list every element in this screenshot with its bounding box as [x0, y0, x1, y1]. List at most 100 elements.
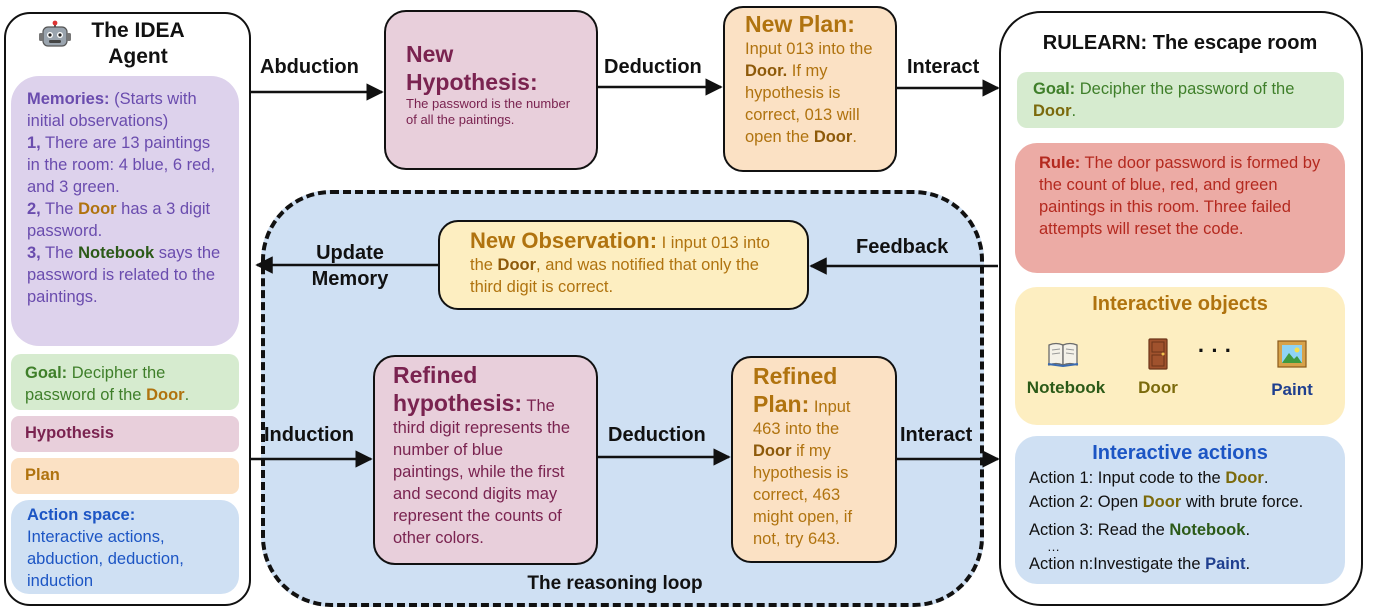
- new-observation-post: , and was notified that only the third d…: [470, 256, 759, 296]
- memories-box: Memories: (Starts with initial observati…: [11, 76, 239, 346]
- memory-2-pre: The: [40, 200, 79, 218]
- plan-label-box: Plan: [11, 458, 239, 494]
- update-memory-line1: Update: [316, 242, 384, 264]
- action-space-box: Action space: Interactive actions, abduc…: [11, 500, 239, 594]
- new-observation-box: New Observation: I input 013 into the Do…: [438, 220, 809, 310]
- new-observation-heading: New Observation:: [470, 228, 658, 253]
- action-2-keyword: Door: [1142, 493, 1182, 511]
- escape-goal-heading: Goal:: [1033, 80, 1076, 98]
- ellipsis: · · ·: [1197, 338, 1233, 363]
- action-3-pre: Action 3: Read the: [1029, 521, 1170, 539]
- memory-1-number: 1,: [27, 134, 41, 152]
- refined-hypothesis-box: Refined hypothesis: The third digit repr…: [373, 355, 598, 565]
- update-memory-label: Update Memory: [300, 240, 400, 292]
- rule-heading: Rule:: [1039, 154, 1081, 172]
- plan-label: Plan: [25, 466, 60, 484]
- door-icon[interactable]: [1147, 338, 1169, 370]
- interact-top-label: Interact: [907, 56, 980, 78]
- new-plan-box: New Plan: Input 013 into the Door. If my…: [723, 6, 897, 172]
- action-n-pre: Action n:Investigate the: [1029, 555, 1206, 573]
- rule-box: Rule: The door password is formed by the…: [1015, 143, 1345, 273]
- notebook-label: Notebook: [1026, 378, 1106, 397]
- refined-hypothesis-text: The third digit represents the number of…: [393, 397, 571, 547]
- action-1-post: .: [1263, 469, 1269, 487]
- refined-plan-box: Refined Plan: Input 463 into the Door if…: [731, 356, 897, 563]
- new-hypothesis-heading-line2: Hypothesis:: [406, 69, 538, 95]
- agent-goal-pre: Decipher the password of the: [25, 364, 166, 404]
- new-hypothesis-heading: New Hypothesis:: [406, 40, 576, 96]
- new-observation-pre: I input 013 into the: [470, 234, 770, 274]
- notebook-icon[interactable]: [1047, 341, 1079, 368]
- reasoning-loop-label: The reasoning loop: [527, 573, 703, 594]
- escape-goal-post: .: [1071, 102, 1077, 120]
- memory-1-text: There are 13 paintings in the room: 4 bl…: [27, 134, 216, 196]
- robot-icon: [38, 20, 72, 54]
- actions-ellipsis: …: [1047, 539, 1060, 554]
- abduction-label: Abduction: [260, 56, 359, 78]
- interactive-actions-heading: Interactive actions: [1092, 442, 1268, 464]
- escape-goal-box: Goal: Decipher the password of the Door.: [1017, 72, 1344, 128]
- refined-hypothesis-heading-line1: Refined: [393, 362, 478, 388]
- new-hypothesis-heading-line1: New: [406, 41, 454, 67]
- deduction-top-label: Deduction: [604, 56, 702, 78]
- action-2-post: with brute force.: [1181, 493, 1304, 511]
- action-n-post: .: [1245, 555, 1251, 573]
- agent-title-line2: Agent: [108, 45, 168, 68]
- new-plan-pre: Input 013 into the: [745, 40, 873, 58]
- action-3[interactable]: Action 3: Read the Notebook.: [1029, 518, 1331, 542]
- rule-text: The door password is formed by the count…: [1039, 154, 1321, 238]
- escape-room-title: RULEARN: The escape room: [1042, 32, 1318, 54]
- refined-plan-heading-line1: Refined: [753, 363, 838, 389]
- memory-2-keyword: Door: [78, 200, 117, 218]
- memory-3-number: 3,: [27, 244, 41, 262]
- action-2[interactable]: Action 2: Open Door with brute force.: [1029, 490, 1331, 514]
- memories-intro: (Starts with initial observations): [27, 90, 197, 130]
- escape-goal-pre: Decipher the password of the: [1075, 80, 1295, 98]
- action-n[interactable]: Action n:Investigate the Paint.: [1029, 552, 1331, 576]
- action-1[interactable]: Action 1: Input code to the Door.: [1029, 466, 1331, 490]
- interactive-objects-heading: Interactive objects: [1092, 293, 1268, 315]
- new-hypothesis-box: New Hypothesis: The password is the numb…: [384, 10, 598, 170]
- refined-hypothesis-heading-line2: hypothesis:: [393, 390, 523, 416]
- new-plan-mid: If my hypothesis is correct, 013 will op…: [745, 62, 860, 146]
- interactive-actions-box: Interactive actions Action 1: Input code…: [1015, 436, 1345, 584]
- agent-goal-post: .: [184, 386, 190, 404]
- action-3-post: .: [1245, 521, 1251, 539]
- action-1-keyword: Door: [1225, 469, 1264, 487]
- memory-3-post: says the password is related to the pain…: [27, 244, 221, 306]
- new-hypothesis-text: The password is the number of all the pa…: [406, 96, 571, 127]
- new-plan-post: .: [852, 128, 857, 146]
- refined-plan-heading-line2: Plan:: [753, 391, 810, 417]
- feedback-label: Feedback: [856, 236, 949, 258]
- agent-title-line1: The IDEA: [91, 19, 185, 42]
- refined-plan-pre: Input 463 into the: [753, 398, 851, 438]
- painting-icon[interactable]: [1277, 340, 1307, 368]
- induction-label: Induction: [264, 424, 354, 446]
- agent-goal-heading: Goal:: [25, 364, 68, 382]
- update-memory-line2: Memory: [311, 268, 389, 290]
- memories-heading: Memories:: [27, 90, 110, 108]
- agent-goal-box: Goal: Decipher the password of the Door.: [11, 354, 239, 410]
- refined-plan-post: if my hypothesis is correct, 463 might o…: [753, 442, 853, 548]
- action-3-keyword: Notebook: [1169, 521, 1246, 539]
- new-observation-keyword: Door: [497, 256, 537, 274]
- action-1-pre: Action 1: Input code to the: [1029, 469, 1226, 487]
- memory-3-pre: The: [40, 244, 79, 262]
- memory-3-keyword: Notebook: [78, 244, 155, 262]
- action-n-keyword: Paint: [1205, 555, 1246, 573]
- deduction-bottom-label: Deduction: [608, 424, 706, 446]
- door-label: Door: [1138, 378, 1178, 397]
- action-space-heading: Action space:: [27, 506, 136, 524]
- memory-2-post: has a 3 digit password.: [27, 200, 211, 240]
- hypothesis-label: Hypothesis: [25, 424, 114, 442]
- paint-label: Paint: [1271, 380, 1313, 399]
- new-plan-keyword1: Door.: [745, 62, 788, 80]
- agent-goal-keyword: Door: [146, 386, 185, 404]
- refined-plan-keyword: Door: [753, 442, 792, 460]
- hypothesis-label-box: Hypothesis: [11, 416, 239, 452]
- agent-title: The IDEA Agent: [78, 18, 198, 70]
- interact-bottom-label: Interact: [900, 424, 973, 446]
- escape-goal-keyword: Door: [1033, 102, 1072, 120]
- action-space-text: Interactive actions, abduction, deductio…: [27, 528, 184, 590]
